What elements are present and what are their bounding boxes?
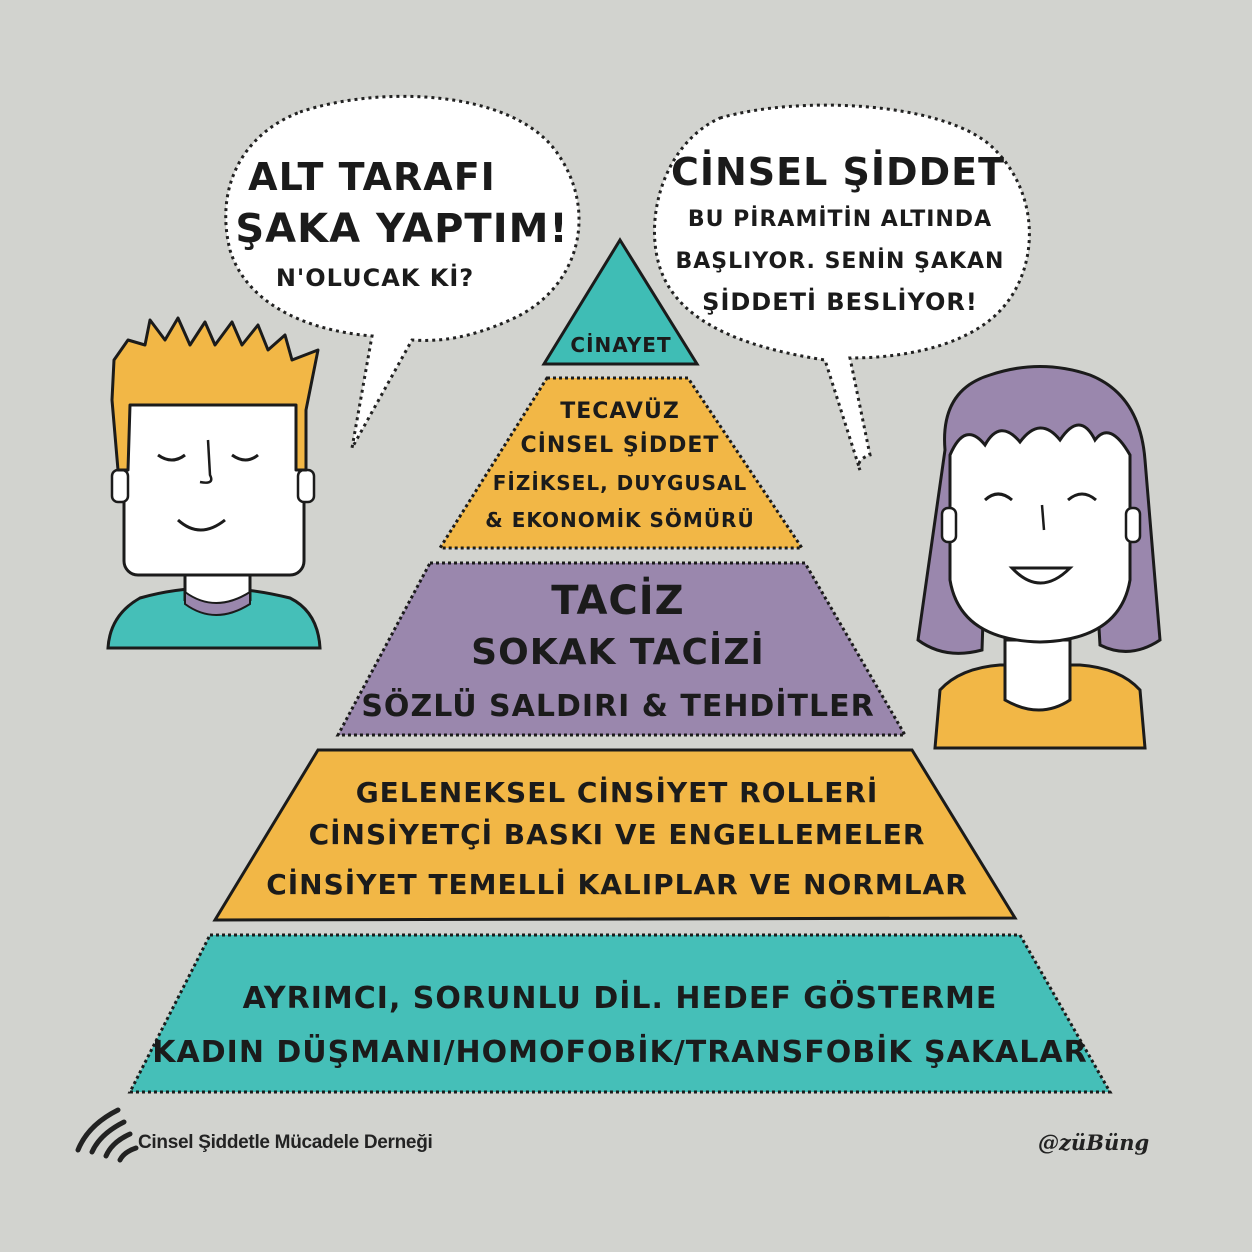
level3-line3: SÖZLÜ SALDIRI & TEHDİTLER (361, 687, 874, 724)
level4-line3: CİNSİYET TEMELLİ KALIPLAR VE NORMLAR (266, 867, 968, 901)
pyramid-level-2 (437, 376, 805, 550)
level3-line2: SOKAK TACİZİ (471, 631, 765, 673)
level4-line2: CİNSİYETÇİ BASKI VE ENGELLEMELER (309, 817, 926, 851)
level2-line4: & EKONOMİK SÖMÜRÜ (485, 508, 754, 532)
pyramid-level-1 (541, 237, 700, 366)
level3-line1: TACİZ (551, 576, 684, 624)
level5-line1: AYRIMCI, SORUNLU DİL. HEDEF GÖSTERME (243, 979, 998, 1016)
level4-line1: GELENEKSEL CİNSİYET ROLLERİ (356, 775, 879, 809)
right-bubble-line1: CİNSEL ŞİDDET (671, 150, 1005, 194)
level2-line2: CİNSEL ŞİDDET (521, 432, 720, 458)
left-speech-bubble: ALT TARAFI ŞAKA YAPTIM! N'OLUCAK Kİ? (224, 94, 581, 449)
pyramid-level-4 (212, 748, 1018, 922)
left-bubble-line2: ŞAKA YAPTIM! (235, 206, 568, 252)
left-bubble-line1: ALT TARAFI (248, 155, 496, 199)
pyramid: AYRIMCI, SORUNLU DİL. HEDEF GÖSTERME KAD… (127, 237, 1113, 1094)
right-bubble-line3: BAŞLIYOR. SENİN ŞAKAN (676, 248, 1005, 274)
pyramid-level-5 (127, 933, 1113, 1094)
artist-signature: @züBüng (1038, 1130, 1150, 1155)
association-name: Cinsel Şiddetle Mücadele Derneği (138, 1132, 433, 1153)
association-logo-icon (75, 1107, 139, 1163)
right-bubble-line2: BU PİRAMİTİN ALTINDA (688, 206, 992, 232)
left-bubble-line3: N'OLUCAK Kİ? (276, 263, 474, 292)
right-bubble-line4: ŞİDDETİ BESLİYOR! (702, 287, 978, 316)
pyramid-level-3 (335, 561, 908, 737)
level1-line1: CİNAYET (570, 333, 671, 357)
girl-character (916, 365, 1162, 750)
level2-line1: TECAVÜZ (560, 398, 680, 424)
level5-line2: KADIN DÜŞMANI/HOMOFOBİK/TRANSFOBİK ŞAKAL… (152, 1033, 1087, 1070)
level2-line3: FİZİKSEL, DUYGUSAL (493, 471, 748, 495)
boy-character (106, 316, 322, 650)
right-speech-bubble: CİNSEL ŞİDDET BU PİRAMİTİN ALTINDA BAŞLI… (653, 103, 1031, 471)
